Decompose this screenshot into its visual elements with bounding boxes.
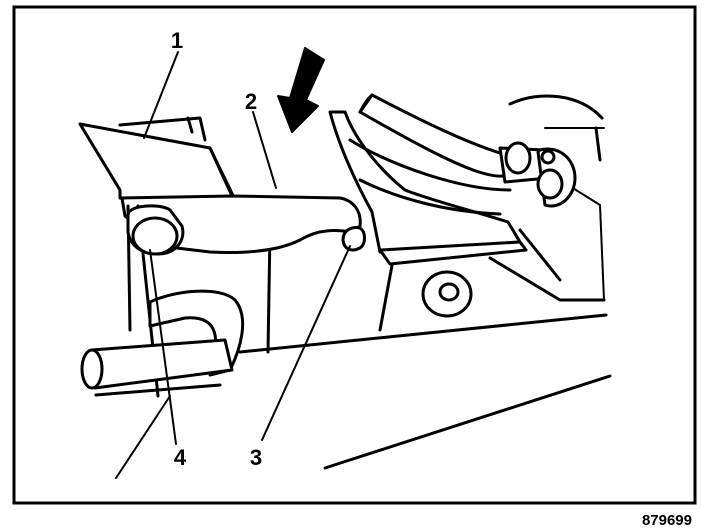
callout-1: 1 bbox=[171, 28, 183, 53]
leader-4 bbox=[149, 249, 177, 445]
leader-tail bbox=[115, 395, 171, 479]
figure-frame bbox=[12, 5, 697, 505]
direction-arrow bbox=[277, 47, 325, 133]
figure-number: 879699 bbox=[642, 512, 692, 529]
mount-bolt bbox=[421, 270, 473, 318]
leader-2 bbox=[252, 111, 277, 189]
hose-tube bbox=[358, 93, 577, 208]
callout-4: 4 bbox=[174, 445, 187, 470]
leader-3 bbox=[261, 245, 351, 441]
leader-lines bbox=[115, 51, 351, 479]
leader-1 bbox=[143, 51, 179, 139]
arm-bolt bbox=[126, 204, 185, 256]
body-panel bbox=[508, 94, 605, 162]
mount-block bbox=[328, 110, 528, 266]
retainer-clip bbox=[341, 226, 366, 252]
callout-3: 3 bbox=[250, 445, 262, 470]
callout-2: 2 bbox=[245, 89, 257, 114]
lower-hose bbox=[80, 289, 245, 397]
